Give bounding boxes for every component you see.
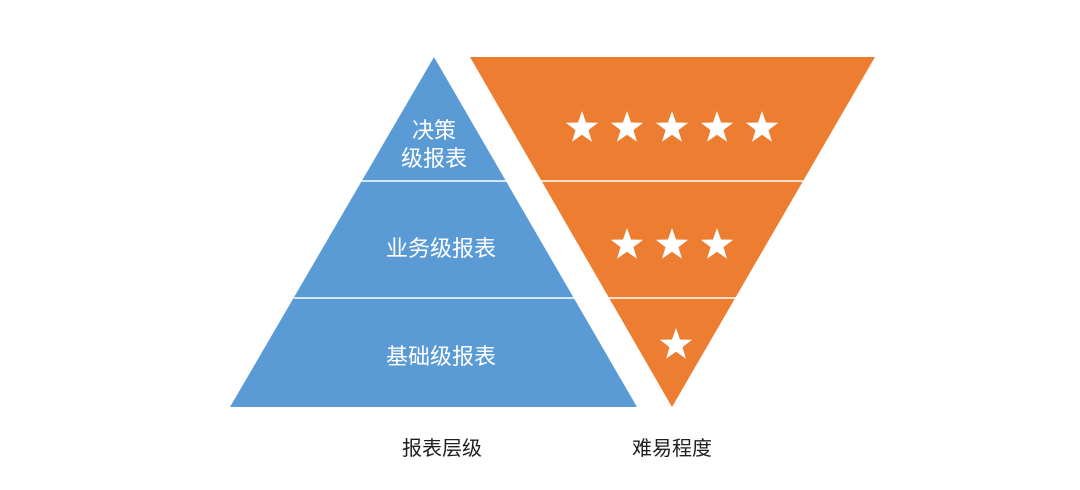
difficulty-stars-level-2	[610, 228, 734, 259]
tier-decision-label-line2: 级报表	[401, 147, 467, 172]
report-level-pyramid: 决策 级报表 业务级报表 基础级报表	[230, 57, 637, 407]
difficulty-inverted-triangle	[470, 57, 875, 407]
star-icon	[610, 228, 644, 259]
star-icon	[610, 111, 644, 142]
difficulty-stars-level-1	[565, 111, 779, 142]
difficulty-caption: 难易程度	[632, 436, 712, 460]
star-icon	[745, 111, 779, 142]
pyramid-caption: 报表层级	[402, 436, 482, 460]
star-icon	[655, 111, 689, 142]
star-icon	[565, 111, 599, 142]
tier-decision-label-line1: 决策	[412, 119, 456, 144]
star-icon	[659, 328, 693, 359]
difficulty-stars-level-3	[659, 328, 693, 359]
pyramid-shape	[230, 57, 637, 407]
star-icon	[700, 111, 734, 142]
tier-business-label: 业务级报表	[386, 237, 496, 262]
star-icon	[655, 228, 689, 259]
tier-basic-label: 基础级报表	[386, 345, 496, 370]
star-icon	[700, 228, 734, 259]
